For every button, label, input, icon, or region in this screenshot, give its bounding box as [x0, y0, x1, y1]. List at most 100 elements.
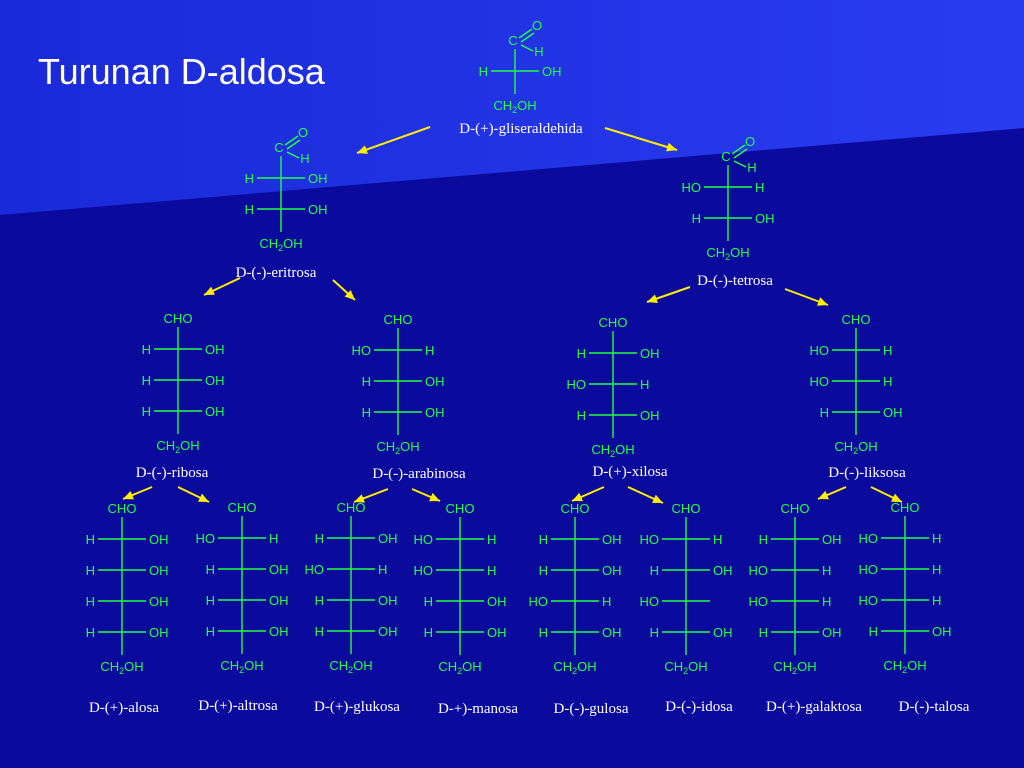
right-substituent: OH [378, 624, 398, 639]
left-substituent: HO [529, 594, 549, 609]
left-substituent: HO [414, 563, 434, 578]
aldehyde-label: CHO [672, 501, 701, 516]
right-substituent: OH [487, 625, 507, 640]
yellow-arrow [604, 127, 678, 152]
right-substituent: OH [269, 593, 289, 608]
aldehyde-label: CHO [599, 315, 628, 330]
aldehyde-label: CHO [108, 501, 137, 516]
right-substituent: OH [640, 346, 660, 361]
ch2oh-group: CH2OH [591, 442, 634, 459]
left-substituent: H [362, 405, 371, 420]
left-substituent: H [142, 404, 151, 419]
right-substituent: OH [378, 593, 398, 608]
aldehyde-label: CHO [337, 500, 366, 515]
slide-title: Turunan D-aldosa [38, 51, 325, 92]
ch2oh-group: CH2OH [259, 236, 302, 253]
double-bond-line [518, 28, 533, 39]
aldehyde-h-bond [733, 160, 747, 168]
left-substituent: H [142, 373, 151, 388]
yellow-arrow [122, 486, 153, 500]
right-substituent: H [487, 532, 496, 547]
left-substituent: HO [352, 343, 372, 358]
right-substituent: H [755, 180, 764, 195]
yellow-arrow [332, 279, 356, 301]
left-substituent: H [759, 625, 768, 640]
ch2oh-group: CH2OH [883, 658, 926, 675]
left-substituent: H [424, 594, 433, 609]
name-eritrosa: D-(-)-eritrosa [236, 265, 317, 281]
ch2oh-group: CH2OH [553, 659, 596, 676]
left-substituent: H [692, 211, 701, 226]
carbon-label: C [274, 140, 283, 155]
left-substituent: H [86, 563, 95, 578]
right-substituent: OH [149, 625, 169, 640]
aldehyde-label: CHO [891, 500, 920, 515]
name-idosa: D-(-)-idosa [665, 699, 733, 715]
right-substituent: OH [713, 625, 733, 640]
right-substituent: H [640, 377, 649, 392]
double-bond-line [520, 32, 535, 43]
left-substituent: H [424, 625, 433, 640]
right-substituent: OH [205, 404, 225, 419]
aldehyde-h-label: H [747, 160, 756, 175]
right-substituent: OH [755, 211, 775, 226]
left-substituent: H [142, 342, 151, 357]
left-substituent: HO [859, 593, 879, 608]
ch2oh-group: CH2OH [220, 658, 263, 675]
name-alosa: D-(+)-alosa [89, 700, 159, 716]
ch2oh-group: CH2OH [156, 438, 199, 455]
right-substituent: OH [542, 64, 562, 79]
left-substituent: H [245, 171, 254, 186]
left-substituent: H [206, 562, 215, 577]
right-substituent: H [932, 531, 941, 546]
yellow-arrow [571, 486, 605, 502]
name-liksosa: D-(-)-liksosa [828, 465, 906, 481]
yellow-arrow [356, 126, 431, 154]
right-substituent: OH [640, 408, 660, 423]
double-bond-line [731, 144, 746, 155]
left-substituent: H [577, 346, 586, 361]
oxygen-label: O [745, 134, 755, 149]
aldehyde-label: CHO [561, 501, 590, 516]
right-substituent: OH [822, 532, 842, 547]
name-gulosa: D-(-)-gulosa [554, 701, 629, 717]
aldehyde-h-label: H [300, 151, 309, 166]
left-substituent: H [650, 563, 659, 578]
name-arabinosa: D-(-)-arabinosa [372, 466, 466, 482]
right-substituent: OH [602, 625, 622, 640]
right-substituent: H [883, 343, 892, 358]
right-substituent: H [602, 594, 611, 609]
right-substituent: OH [602, 532, 622, 547]
aldehyde-h-bond [286, 151, 300, 159]
right-substituent: OH [822, 625, 842, 640]
left-substituent: H [820, 405, 829, 420]
aldehyde-h-bond [520, 44, 534, 52]
aldehyde-label: CHO [228, 500, 257, 515]
left-substituent: H [315, 531, 324, 546]
carbon-label: C [508, 33, 517, 48]
ch2oh-group: CH2OH [834, 439, 877, 456]
left-substituent: HO [749, 563, 769, 578]
right-substituent: OH [205, 373, 225, 388]
left-substituent: H [650, 625, 659, 640]
ch2oh-group: CH2OH [329, 658, 372, 675]
left-substituent: HO [810, 374, 830, 389]
left-substituent: HO [640, 594, 660, 609]
name-xilosa: D-(+)-xilosa [592, 464, 667, 480]
left-substituent: H [206, 593, 215, 608]
left-substituent: HO [859, 562, 879, 577]
left-substituent: H [577, 408, 586, 423]
name-galaktosa: D-(+)-galaktosa [766, 699, 862, 715]
ch2oh-group: CH2OH [438, 659, 481, 676]
